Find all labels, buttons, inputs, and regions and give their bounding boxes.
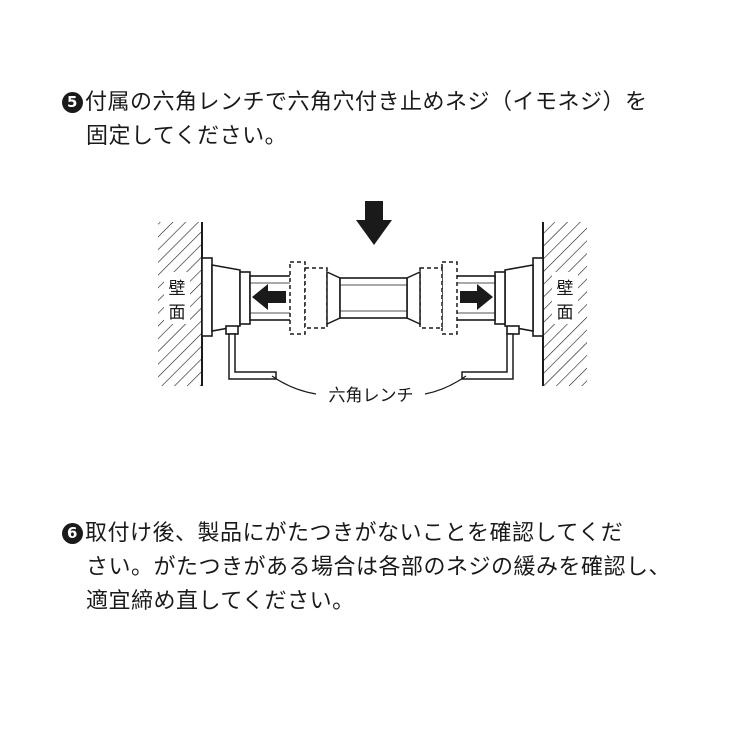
left-hex-wrench xyxy=(228,333,277,380)
left-bracket xyxy=(201,257,251,337)
center-pipe xyxy=(339,277,408,319)
left-joint xyxy=(289,261,341,335)
down-arrow-icon xyxy=(356,201,392,245)
right-arrow-icon xyxy=(460,284,493,310)
left-wall: 壁 面 xyxy=(158,222,203,386)
step-6-line-3: 適宜締め直してください。 xyxy=(86,589,355,614)
step-5-number-badge: 5 xyxy=(62,92,83,113)
right-wall: 壁 面 xyxy=(542,222,587,386)
right-joint xyxy=(406,261,458,335)
left-wall-label-1: 壁 xyxy=(169,279,186,299)
right-bracket xyxy=(494,257,544,337)
step-6-text-1: 取付け後、製品にがたつきがないことを確認してくだ xyxy=(85,521,624,546)
left-arrow-icon xyxy=(252,284,286,310)
step-5-text-1: 付属の六角レンチで六角穴付き止めネジ（イモネジ）を xyxy=(85,90,648,115)
left-wall-label-2: 面 xyxy=(169,303,186,323)
right-wall-label-1: 壁 xyxy=(557,279,574,299)
step-5-line-2: 固定してください。 xyxy=(86,124,288,149)
right-wall-label-2: 面 xyxy=(557,303,574,323)
step-6-line-2: さい。がたつきがある場合は各部のネジの緩みを確認し、 xyxy=(86,555,672,580)
wrench-leader-lines xyxy=(271,375,467,395)
step-6-number-badge: 6 xyxy=(62,523,83,544)
right-hex-wrench xyxy=(461,333,514,380)
hex-wrench-label: 六角レンチ xyxy=(329,386,414,406)
